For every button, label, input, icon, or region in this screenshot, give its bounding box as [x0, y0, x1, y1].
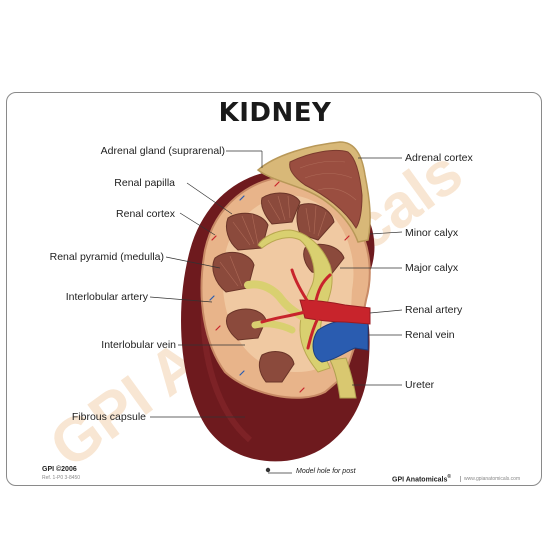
label-interlobular-vein: Interlobular vein [101, 339, 176, 351]
label-interlobular-artery: Interlobular artery [65, 291, 148, 303]
label-renal-vein: Renal vein [405, 329, 455, 341]
leader-lines [149, 150, 403, 474]
label-renal-artery: Renal artery [405, 304, 463, 316]
footer-brand-name: GPI Anatomicals [392, 476, 448, 484]
label-renal-papilla: Renal papilla [114, 177, 175, 189]
model-hole [265, 467, 271, 473]
footer-ref: Ref. 1-P0 3-8450 [42, 475, 81, 481]
label-renal-pyramid: Renal pyramid (medulla) [49, 251, 164, 263]
footer-reg-mark: ® [447, 474, 452, 480]
adrenal-cortex-region [289, 149, 363, 229]
label-ureter: Ureter [405, 379, 435, 391]
footer-brand: GPI Anatomicals® [392, 474, 451, 483]
calyx-system [257, 229, 333, 373]
label-adrenal-cortex: Adrenal cortex [405, 152, 473, 164]
label-major-calyx: Major calyx [405, 262, 459, 274]
label-fibrous-capsule: Fibrous capsule [71, 411, 146, 423]
footer-url: www.gpianatomicals.com [460, 476, 520, 482]
ureter [329, 357, 357, 399]
label-adrenal-gland: Adrenal gland (suprarenal) [100, 145, 225, 157]
footer-copyright: GPI ©2006 [42, 466, 77, 473]
page-title: KIDNEY [218, 98, 332, 128]
label-minor-calyx: Minor calyx [405, 227, 459, 239]
label-model-hole: Model hole for post [296, 468, 356, 475]
label-renal-cortex: Renal cortex [116, 208, 175, 220]
